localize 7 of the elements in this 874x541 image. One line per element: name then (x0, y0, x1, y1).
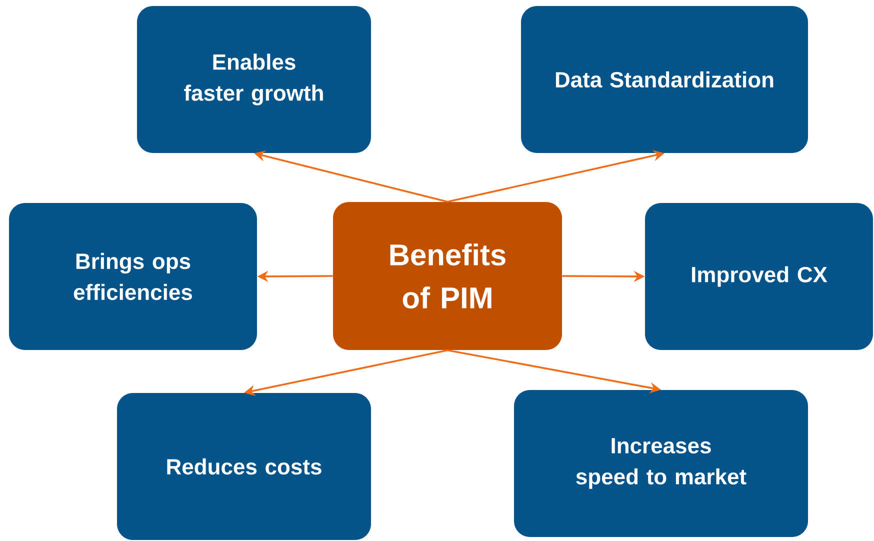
benefit-box: Improved CX (645, 203, 874, 350)
benefit-box: Brings ops efficiencies (9, 203, 257, 350)
benefit-box: Reduces costs (117, 393, 371, 540)
benefit-box: Enables faster growth (137, 6, 371, 153)
benefit-box: Increases speed to market (514, 390, 808, 537)
hub-box: Benefits of PIM (333, 202, 562, 350)
benefit-box: Data Standardization (521, 6, 808, 153)
